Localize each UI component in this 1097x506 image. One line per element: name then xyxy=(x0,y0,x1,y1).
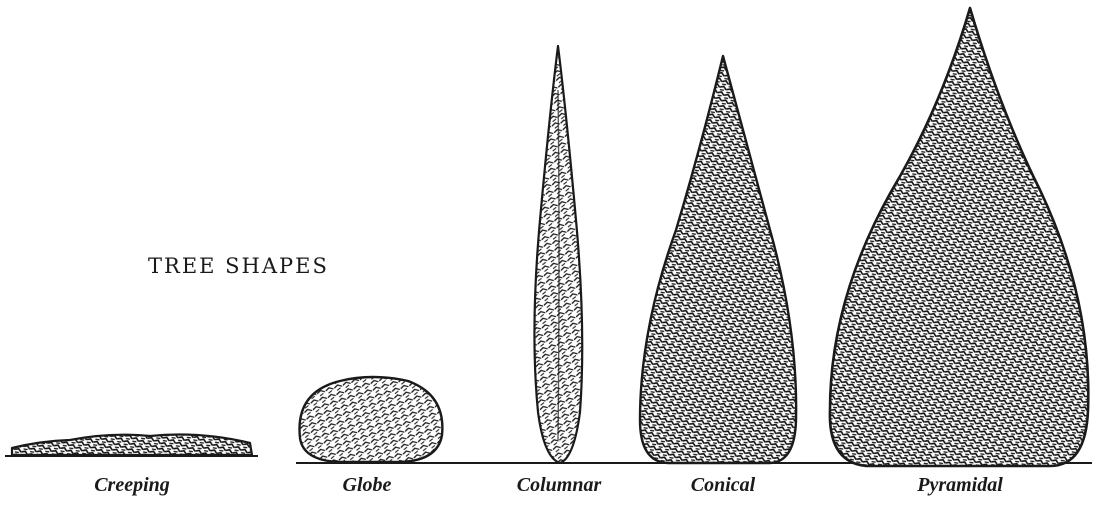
diagram-title: TREE SHAPES xyxy=(148,254,329,278)
creeping-shape xyxy=(12,435,252,455)
label-conical: Conical xyxy=(691,474,755,497)
label-creeping: Creeping xyxy=(94,474,170,497)
label-columnar: Columnar xyxy=(517,474,601,497)
label-pyramidal: Pyramidal xyxy=(917,474,1003,497)
label-globe: Globe xyxy=(343,474,392,497)
pyramidal-shape xyxy=(830,8,1088,466)
conical-shape xyxy=(640,56,796,463)
globe-shape xyxy=(300,377,443,462)
columnar-shape xyxy=(534,46,582,463)
